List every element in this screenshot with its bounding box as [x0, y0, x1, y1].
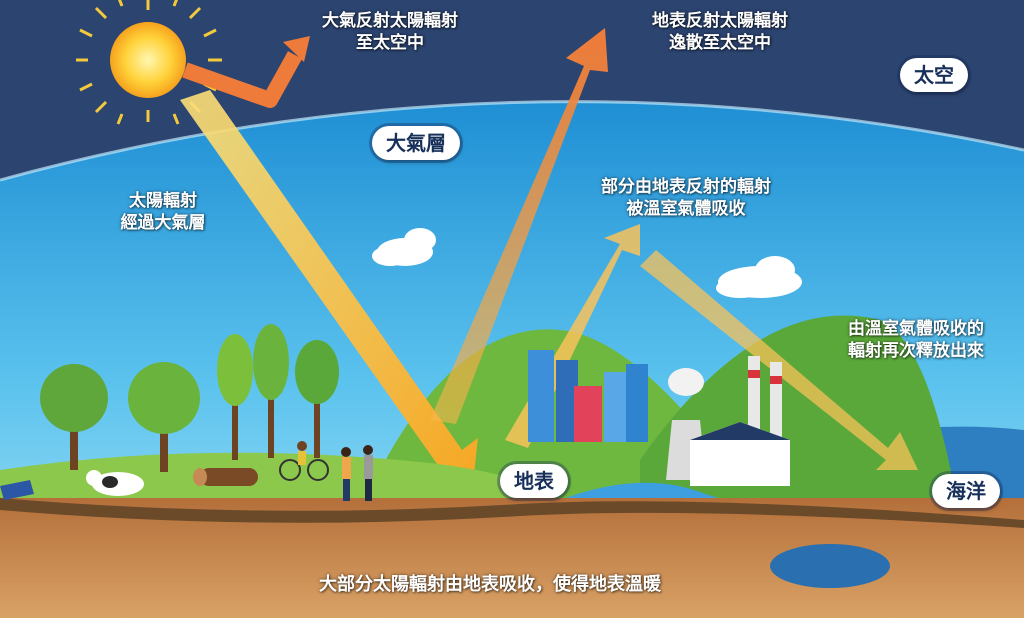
atmosphere-edge [0, 100, 1024, 182]
annotation-line: 部分由地表反射的輻射 [601, 177, 771, 197]
ghg-absorb-annotation: 部分由地表反射的輻射 被溫室氣體吸收 [566, 176, 806, 220]
annotation-line: 大氣反射太陽輻射 [322, 11, 458, 31]
log-icon [193, 468, 258, 486]
atmo-reflect-annotation: 大氣反射太陽輻射 至太空中 [300, 10, 480, 54]
solar-in-annotation: 太陽輻射 經過大氣層 [88, 190, 238, 234]
annotation-line: 至太空中 [356, 33, 424, 53]
solar-radiation-arrow [180, 90, 478, 492]
annotation-line: 由溫室氣體吸收的 [848, 319, 984, 339]
atmosphere-reflection-arrow [182, 51, 302, 108]
annotation-line: 逸散至太空中 [669, 33, 771, 53]
annotation-line: 經過大氣層 [120, 213, 206, 233]
annotation-line: 太陽輻射 [129, 191, 197, 211]
cow-icon [86, 470, 144, 496]
surface-reflection-arrow [430, 28, 608, 424]
solar-panel-icon [0, 480, 34, 500]
bottom-caption: 大部分太陽輻射由地表吸收，使得地表溫暖 [319, 574, 661, 595]
re-emission-arrow [640, 250, 918, 470]
tree-icon [40, 324, 339, 472]
sun-icon [76, 0, 222, 125]
atmosphere-reflection-arrowhead [283, 36, 310, 62]
reemit-annotation: 由溫室氣體吸收的 輻射再次釋放出來 [816, 318, 1016, 362]
atmosphere-label: 大氣層 [372, 126, 460, 160]
city-buildings [528, 350, 648, 442]
surface-reflect-annotation: 地表反射太陽輻射 逸散至太空中 [620, 10, 820, 54]
annotation-line: 被溫室氣體吸收 [626, 199, 746, 219]
annotation-line: 地表反射太陽輻射 [652, 11, 788, 31]
ocean-label: 海洋 [932, 474, 1000, 508]
earth-surface-label: 地表 [500, 464, 568, 498]
people-icon [279, 441, 373, 501]
annotation-line: 輻射再次釋放出來 [848, 341, 984, 361]
groundwater [770, 544, 890, 588]
grass-field [0, 452, 560, 505]
factory [666, 356, 790, 486]
soil-edge [0, 498, 1024, 528]
cloud-icon [372, 228, 802, 298]
steam-icon [668, 368, 704, 396]
space-label: 太空 [900, 58, 968, 92]
